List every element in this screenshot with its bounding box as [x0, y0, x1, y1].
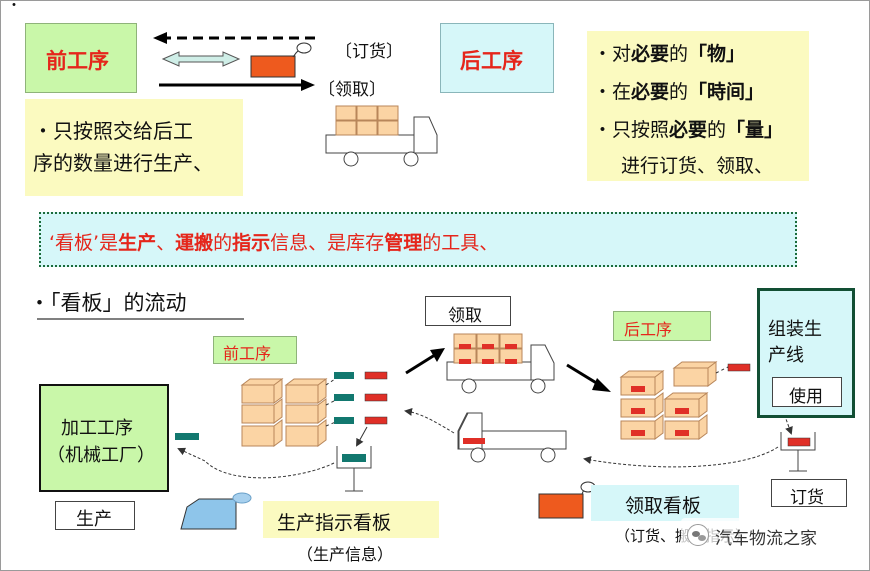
exchange-double-arrow	[161, 51, 241, 67]
pickup-box: 领取	[425, 296, 511, 326]
pickup-kanban-label: 领取看板	[625, 495, 702, 517]
production-kanban-label: 生产指示看板	[277, 512, 392, 534]
back-stock-kanban-cards	[631, 363, 751, 436]
banner-text: ‘看板’是生产、運搬的指示信息、是库存管理的工具、	[49, 232, 499, 254]
machining-label-line2: （机械工厂）	[47, 445, 155, 466]
production-label: 生产	[76, 509, 112, 530]
machining-label-line1: 加工工序	[61, 418, 133, 439]
machining-process-box: 加工工序 （机械工厂）	[39, 384, 169, 492]
pickup-label: 〔领取〕	[318, 80, 386, 100]
assembly-line-box: 组装生 产线 使用	[757, 288, 855, 418]
kanban-definition-banner: ‘看板’是生产、運搬的指示信息、是库存管理的工具、	[39, 212, 797, 267]
flow-front-process-box: 前工序	[213, 336, 297, 364]
left-note-line1: ・只按照交给后工	[33, 119, 193, 143]
pickup-kanban-icon	[538, 481, 596, 519]
flow-section-title: ・「看板」的流动	[29, 291, 187, 315]
order-box-label: 订货	[790, 488, 824, 508]
wechat-icon	[687, 524, 709, 546]
right-note: ・对必要的「物」 ・在必要的「時间」 ・只按照必要的「量」 进行订货、领取、	[587, 31, 809, 181]
production-kanban-label-box: 生产指示看板	[263, 501, 439, 538]
top-truck-icon	[325, 105, 438, 167]
corner-mark: ・	[7, 0, 21, 14]
pickup-kanban-label-box: 领取看板	[591, 485, 739, 521]
back-process-box: 后工序	[440, 23, 554, 93]
production-return-arrow	[177, 447, 335, 479]
left-note-line2: 序的数量进行生产、	[33, 151, 213, 175]
back-process-label: 后工序	[460, 49, 523, 73]
watermark: 汽车物流之家	[681, 518, 857, 552]
use-label: 使用	[789, 387, 823, 407]
front-kanban-post	[336, 446, 372, 492]
back-kanban-post	[780, 432, 816, 472]
production-kanban-icon	[180, 492, 252, 530]
right-note-line3: ・只按照必要的「量」	[593, 119, 784, 141]
flow-back-process-label: 后工序	[624, 320, 673, 339]
front-process-box: 前工序	[25, 23, 137, 93]
assembly-label-line1: 组装生	[768, 319, 822, 340]
return-truck-icon	[457, 412, 567, 463]
production-info-label: （生产信息）	[297, 545, 394, 564]
assembly-label-line2: 产线	[768, 345, 804, 366]
back-process-stock-boxes	[619, 361, 718, 440]
flow-front-process-label: 前工序	[223, 344, 272, 363]
order-kanban-card	[250, 42, 312, 78]
return-to-front-arrow	[404, 407, 455, 434]
front-process-label: 前工序	[46, 49, 109, 73]
order-return-arrow	[583, 446, 779, 468]
to-pickup-arrow	[405, 351, 439, 375]
middle-truck-icon	[446, 333, 555, 394]
flow-back-process-box: 后工序	[613, 311, 711, 341]
left-note: ・只按照交给后工 序的数量进行生产、	[25, 99, 243, 196]
watermark-text: 汽车物流之家	[715, 529, 817, 549]
front-stock-kanban-cards	[334, 371, 388, 425]
use-box: 使用	[772, 377, 842, 407]
order-label: 〔订货〕	[335, 42, 403, 62]
right-note-line2: ・在必要的「時间」	[593, 81, 765, 103]
right-note-line4: 进行订货、领取、	[621, 155, 774, 177]
right-note-line1: ・对必要的「物」	[593, 43, 746, 65]
front-process-stock-boxes	[240, 378, 328, 447]
order-box: 订货	[771, 479, 847, 508]
production-box: 生产	[55, 501, 135, 530]
pickup-box-label: 领取	[448, 306, 482, 326]
machining-kanban-card	[175, 433, 199, 440]
